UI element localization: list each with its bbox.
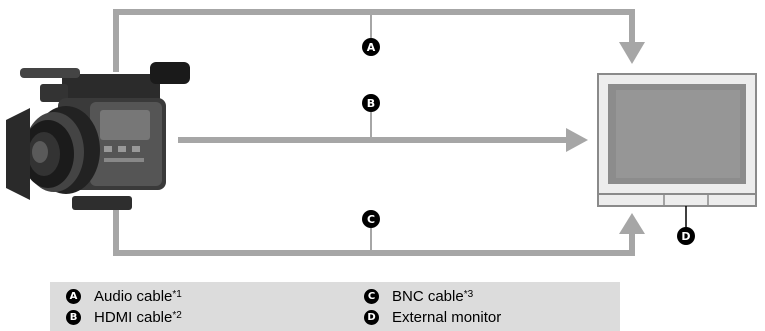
legend-marker-b: B (66, 309, 81, 325)
camcorder-illustration (6, 62, 190, 210)
legend-label-audio-cable: Audio cable (94, 287, 173, 305)
legend-marker-a: A (66, 288, 81, 304)
legend-label-external-monitor: External monitor (392, 308, 502, 326)
marker-a: A (362, 38, 380, 56)
legend-item-audio-cable: A Audio cable*1 (66, 286, 182, 306)
svg-text:D: D (681, 230, 690, 243)
legend-marker-c: C (364, 288, 379, 304)
audio-cable-arrowhead (619, 42, 645, 64)
legend-label-bnc-cable: BNC cable (392, 287, 464, 305)
legend-item-external-monitor: D External monitor (364, 307, 501, 327)
svg-text:C: C (367, 213, 375, 226)
legend-panel: A Audio cable*1 B HDMI cable*2 C BNC cab… (50, 282, 620, 331)
bnc-cable-arrowhead (619, 213, 645, 234)
hdmi-cable-arrowhead (566, 128, 588, 152)
legend-item-hdmi-cable: B HDMI cable*2 (66, 307, 182, 327)
marker-d: D (677, 227, 695, 245)
audio-cable (113, 9, 635, 72)
svg-text:B: B (367, 97, 375, 110)
svg-text:A: A (367, 41, 376, 54)
legend-marker-d: D (364, 309, 379, 325)
marker-b: B (362, 94, 380, 112)
legend-label-hdmi-cable: HDMI cable (94, 308, 173, 326)
legend-item-bnc-cable: C BNC cable*3 (364, 286, 473, 306)
external-monitor (597, 73, 757, 228)
marker-c: C (362, 210, 380, 228)
bnc-cable (113, 209, 635, 256)
